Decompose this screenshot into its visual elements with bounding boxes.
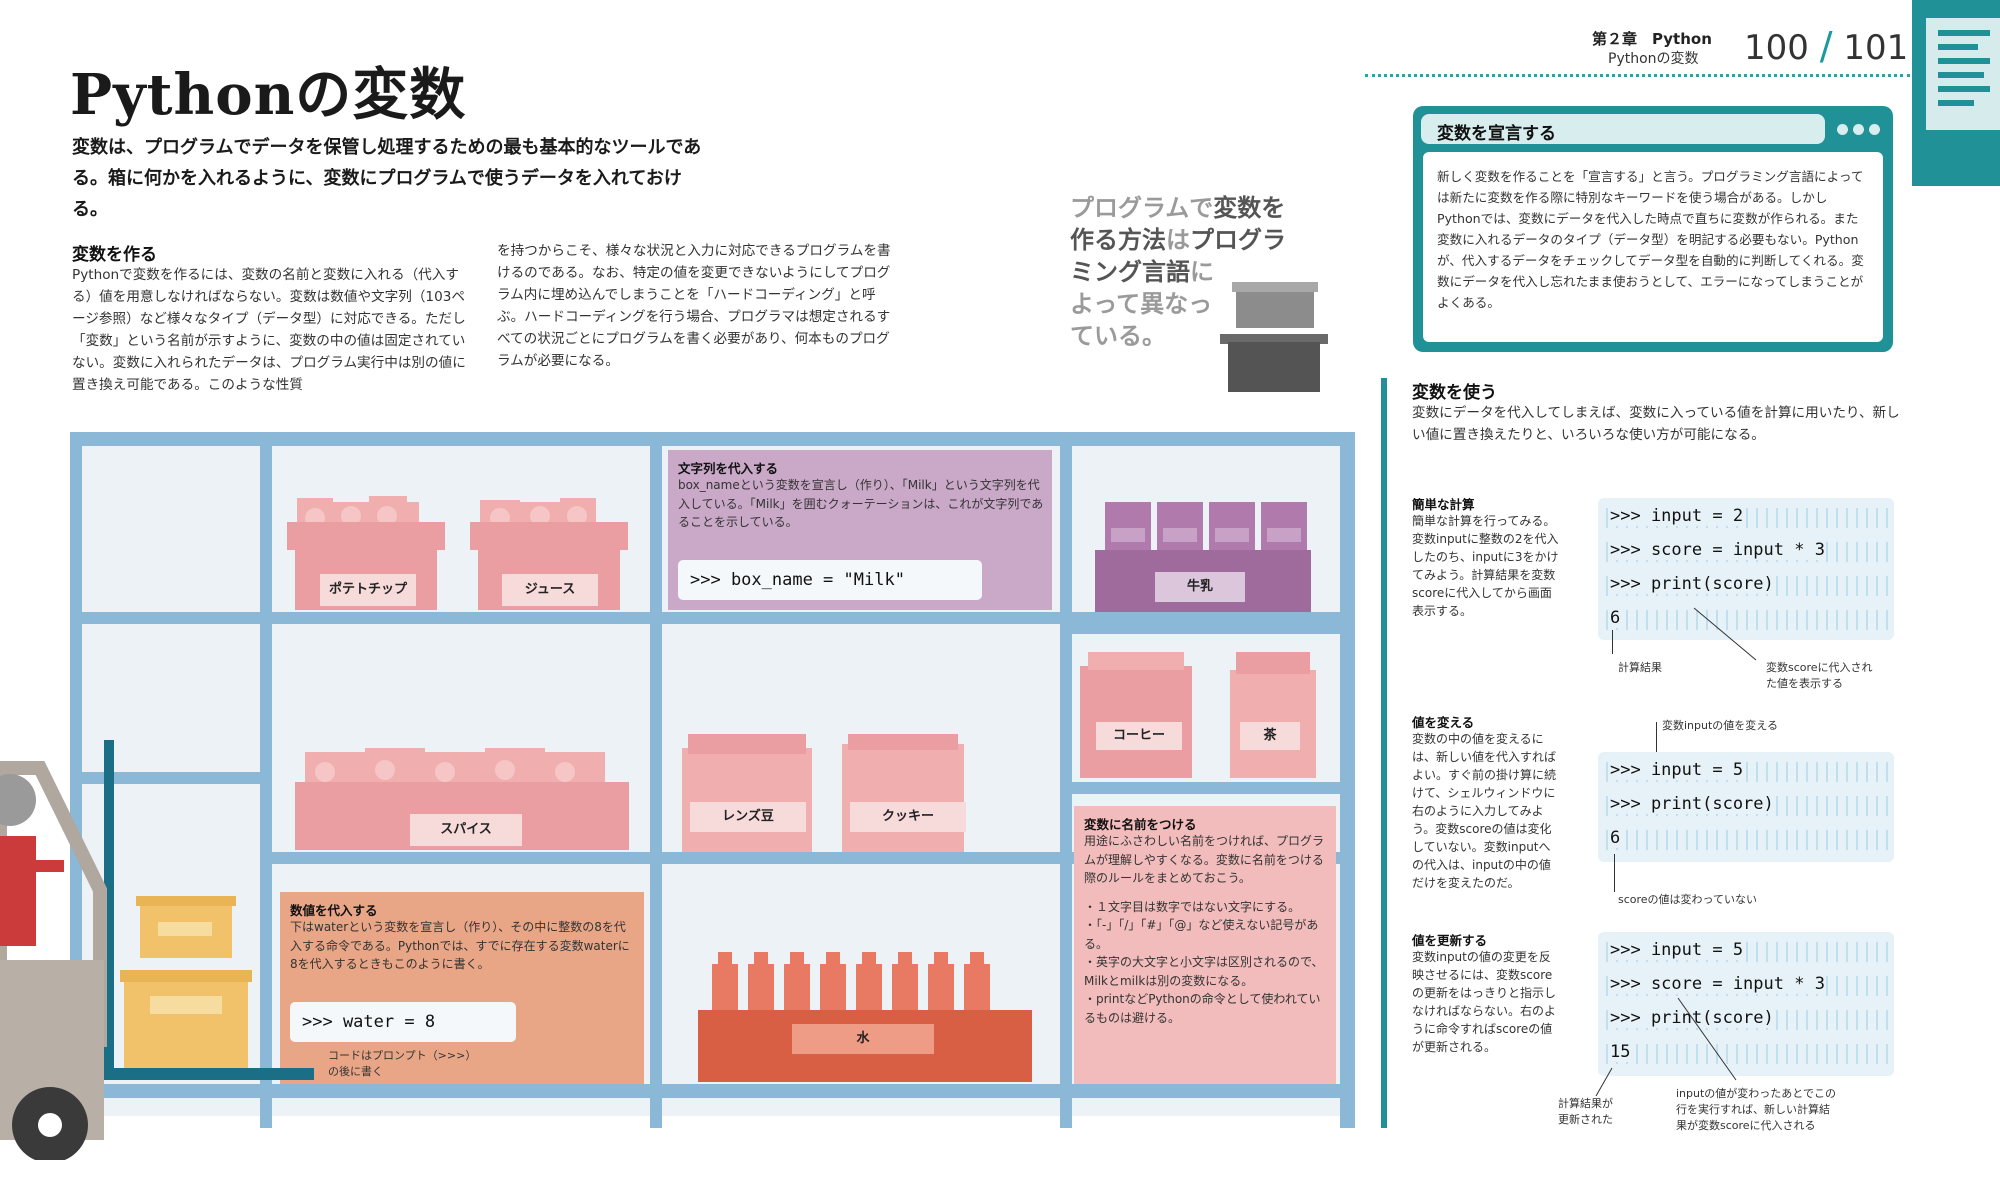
change-code-line-1: >>> input = 5	[1610, 760, 1744, 780]
make-col1: Pythonで変数を作るには、変数の名前と変数に入れる（代入する）値を用意しなけ…	[72, 267, 466, 393]
warehouse-shelf: ポテトチップ ジュース 文字列を代入する box_nameという変数を宣言し（作…	[70, 432, 1355, 1128]
naming-rule-2: ・「-」「/」「#」「@」など使えない記号がある。	[1084, 918, 1319, 951]
simple-result-pointer	[1612, 630, 1613, 654]
chapter-label: 第２章 Python	[1592, 30, 1712, 48]
change-ann-bottom: scoreの値は変わっていない	[1618, 893, 1758, 906]
update-heading: 値を更新する	[1412, 933, 1488, 948]
string-panel: 文字列を代入する box_nameという変数を宣言し（作り）、「Milk」という…	[668, 450, 1052, 610]
make-heading: 変数を作る	[72, 245, 157, 265]
simple-code-line-1: >>> input = 2	[1610, 506, 1744, 526]
update-text: 変数inputの値の変更を反映させるには、変数scoreの更新をはっきりと指示し…	[1412, 950, 1557, 1054]
label-juice: ジュース	[502, 574, 598, 606]
change-ann-top: 変数inputの値を変える	[1662, 719, 1778, 732]
number-code: >>> water = 8	[290, 1002, 516, 1042]
coffee-and-tea-jars	[1080, 652, 1316, 778]
header-dotted-rule	[1365, 74, 1910, 77]
string-panel-title: 文字列を代入する	[678, 461, 779, 476]
lead-paragraph: 変数は、プログラムでデータを保管し処理するための最も基本的なツールである。箱に何…	[72, 137, 702, 220]
section-label: Pythonの変数	[1608, 51, 1699, 67]
water-bottles-crate	[698, 952, 1032, 1082]
string-code: >>> box_name = "Milk"	[678, 560, 982, 600]
naming-rule-3: ・英字の大文字と小文字は区別されるので、Milkとmilkは別の変数になる。	[1084, 955, 1324, 988]
update-code-line-2: >>> score = input * 3	[1610, 974, 1825, 994]
string-panel-text: box_nameという変数を宣言し（作り）、「Milk」という文字列を代入してい…	[678, 478, 1044, 529]
change-bottom-pointer	[1614, 854, 1615, 892]
change-code-panel: >>> input = 5 >>> print(score) 6	[1598, 752, 1894, 862]
naming-rule-4: ・printなどPythonの命令として使われているものは避ける。	[1084, 992, 1321, 1025]
use-text: 変数にデータを代入してしまえば、変数に入っている値を計算に用いたり、新しい値に置…	[1412, 405, 1900, 443]
change-text: 変数の中の値を変えるには、新しい値を代入すればよい。すぐ前の掛け算に続けて、シェ…	[1412, 732, 1557, 890]
use-heading: 変数を使う	[1412, 383, 1497, 403]
change-code-line-2: >>> print(score)	[1610, 794, 1774, 814]
simple-ann-result: 計算結果	[1618, 661, 1662, 674]
naming-panel-text: 用途にふさわしい名前をつければ、プログラムが理解しやすくなる。変数に名前をつける…	[1084, 834, 1325, 885]
label-chips: ポテトチップ	[320, 574, 416, 606]
update-code-output: 15	[1610, 1042, 1631, 1062]
number-panel-text: 下はwaterという変数を宣言し（作り）、その中に整数の8を代入する命令である。…	[290, 920, 630, 971]
number-code-note: コードはプロンプト（>>>）の後に書く	[328, 1049, 477, 1078]
label-tea: 茶	[1240, 722, 1300, 750]
simple-code-panel: >>> input = 2 >>> score = input * 3 >>> …	[1598, 498, 1894, 640]
update-ann-left: 計算結果が更新された	[1558, 1097, 1613, 1126]
page-title: Pythonの変数	[70, 62, 467, 128]
simple-heading: 簡単な計算	[1412, 497, 1475, 512]
label-coffee: コーヒー	[1096, 722, 1182, 750]
label-lentil: レンズ豆	[690, 802, 806, 832]
simple-code-line-3: >>> print(score)	[1610, 574, 1774, 594]
label-milk: 牛乳	[1155, 572, 1245, 602]
page-left: 100	[1744, 28, 1809, 68]
forklift-illustration	[0, 740, 314, 1160]
use-section-rule	[1381, 378, 1387, 1128]
change-code-output: 6	[1610, 828, 1621, 848]
declare-box: 変数を宣言する 新しく変数を作ることを「宣言する」と言う。プログラミング言語によ…	[1413, 106, 1893, 352]
simple-code-output: 6	[1610, 608, 1621, 628]
naming-panel-title: 変数に名前をつける	[1084, 817, 1197, 832]
label-cookie: クッキー	[850, 802, 966, 832]
number-panel-title: 数値を代入する	[290, 903, 378, 918]
change-top-pointer	[1656, 722, 1657, 760]
change-heading: 値を変える	[1412, 715, 1475, 730]
update-code-panel: >>> input = 5 >>> score = input * 3 >>> …	[1598, 932, 1894, 1076]
label-water: 水	[792, 1024, 934, 1054]
pullquote: プログラムで変数を 作る方法はプログラ ミング言語に よって異なっ ている。	[1070, 194, 1286, 350]
monitor-icon	[1912, 0, 2000, 186]
number-panel: 数値を代入する 下はwaterという変数を宣言し（作り）、その中に整数の8を代入…	[280, 892, 644, 1084]
make-col2: を持つからこそ、様々な状況と入力に対応できるプログラムを書けるのである。なお、特…	[497, 243, 891, 369]
page-numbers: 100 / 101	[1744, 24, 1908, 68]
lentil-and-cookie-jars	[682, 734, 964, 852]
page-separator: /	[1819, 24, 1833, 68]
update-code-line-1: >>> input = 5	[1610, 940, 1744, 960]
naming-rule-1: ・１文字目は数字ではない文字にする。	[1084, 900, 1301, 914]
update-ann-right: inputの値が変わったあとでこの行を実行すれば、新しい計算結果が変数score…	[1676, 1087, 1836, 1132]
declare-heading: 変数を宣言する	[1437, 124, 1556, 144]
stacked-boxes-illustration	[1220, 282, 1328, 392]
update-left-pointer	[1595, 1067, 1613, 1097]
label-spice: スパイス	[410, 814, 522, 846]
simple-ann-print: 変数scoreに代入された値を表示する	[1766, 661, 1873, 690]
page-right: 101	[1843, 28, 1909, 68]
simple-print-pointer	[1693, 607, 1757, 661]
naming-panel: 変数に名前をつける 用途にふさわしい名前をつければ、プログラムが理解しやすくなる…	[1074, 806, 1336, 1084]
simple-code-line-2: >>> score = input * 3	[1610, 540, 1825, 560]
simple-text: 簡単な計算を行ってみる。変数inputに整数の2を代入したのち、inputに3を…	[1412, 514, 1559, 618]
declare-text: 新しく変数を作ることを「宣言する」と言う。プログラミング言語によっては新たに変数…	[1437, 169, 1864, 310]
update-right-pointer	[1677, 997, 1737, 1081]
